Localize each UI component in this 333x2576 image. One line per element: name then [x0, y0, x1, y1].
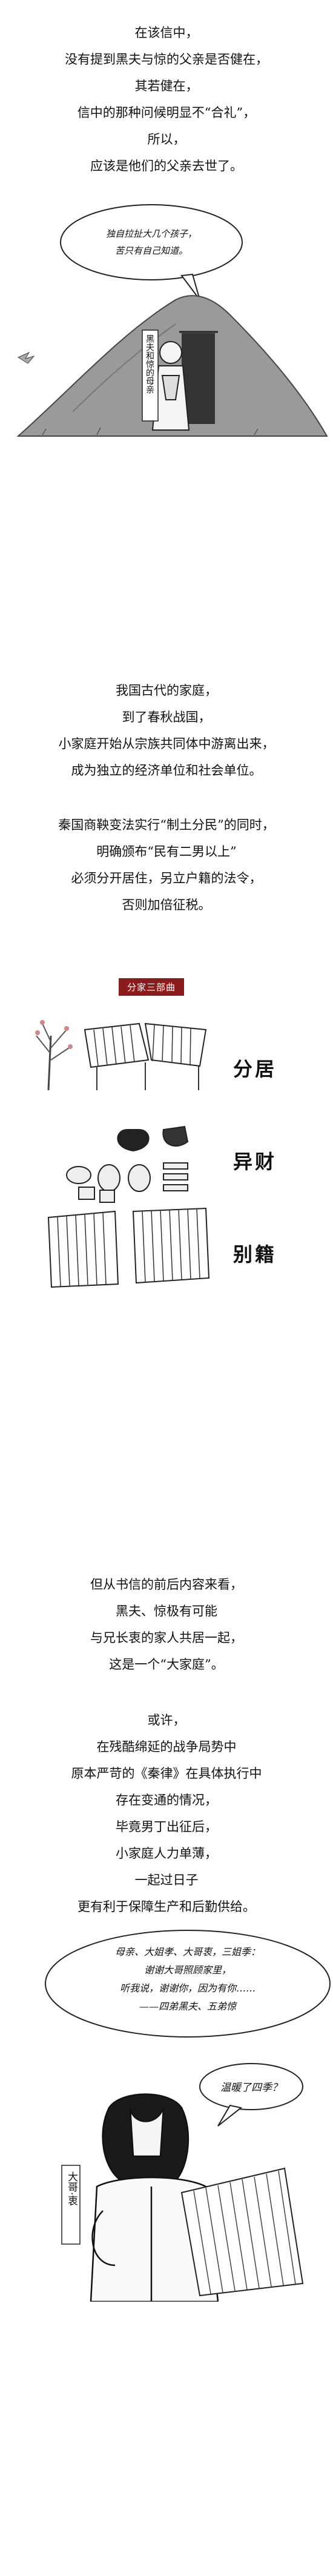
intro-line: 所以，: [147, 132, 186, 147]
analysis-line: 原本严苛的《秦律》在具体执行中: [71, 1766, 262, 1781]
intro-line: 其若健在，: [134, 79, 199, 93]
fenju-label: 分居: [233, 1058, 277, 1081]
analysis-line: 但从书信的前后内容来看，: [90, 1577, 243, 1592]
analysis-text-2: 或许， 在残酷绵延的战争局势中 原本严苛的《秦律》在具体执行中 存在变通的情况，…: [0, 1707, 333, 1920]
bieji-illustration: [47, 1207, 210, 1288]
history-line: 到了春秋战国，: [122, 710, 211, 724]
yicai-illustration: [66, 1125, 189, 1203]
analysis-text-1: 但从书信的前后内容来看， 黑夫、惊极有可能 与兄长衷的家人共居一起， 这是一个“…: [0, 1571, 333, 1678]
analysis-line: 毕竟男丁出征后，: [116, 1819, 217, 1834]
intro-line: 应该是他们的父亲去世了。: [90, 159, 243, 173]
analysis-line: 在残酷绵延的战争局势中: [96, 1740, 237, 1754]
bieji-label: 别籍: [233, 1243, 277, 1266]
history-line: 我国古代的家庭，: [116, 683, 217, 698]
analysis-line: 黑夫、惊极有可能: [116, 1604, 217, 1618]
bubble-line: 苦只有自己知道。: [114, 245, 188, 256]
analysis-line: 或许，: [147, 1713, 186, 1727]
brother-illustration: [45, 1930, 331, 2302]
analysis-line: 与兄长衷的家人共居一起，: [90, 1631, 243, 1645]
analysis-line: 一起过日子: [134, 1873, 199, 1887]
history-line: 否则加倍征税。: [122, 898, 211, 912]
mother-label: 黑夫和惊的母亲: [145, 334, 154, 394]
history-line: 秦国商鞅变法实行“制土分民”的同时，: [58, 818, 275, 832]
analysis-line: 更有利于保障生产和后勤供给。: [77, 1899, 256, 1914]
history-line: 必须分开居住，另立户籍的法令，: [71, 871, 262, 886]
bubble-line: 独自拉扯大几个孩子，: [105, 228, 197, 239]
fenjia-title-tag: 分家三部曲: [119, 978, 185, 996]
analysis-line: 这是一个“大家庭”。: [109, 1657, 224, 1672]
intro-line: 没有提到黑夫与惊的父亲是否健在，: [65, 52, 268, 67]
brother-label: 大哥·衷: [65, 2171, 77, 2206]
bubble-line: ——四弟黑夫、五弟惊: [139, 2001, 236, 2012]
intro-text: 在该信中， 没有提到黑夫与惊的父亲是否健在， 其若健在， 信中的那种问候明显不“…: [0, 19, 333, 179]
history-line: 小家庭开始从宗族共同体中游离出来，: [58, 737, 275, 751]
bubble-line: 谢谢大哥照顾家里，: [143, 1964, 231, 1976]
bubble-line: 母亲、大姐孝、大哥衷，三姐季：: [114, 1946, 260, 1958]
mother-bubble-text: 独自拉扯大几个孩子， 苦只有自己知道。: [79, 225, 224, 259]
analysis-line: 小家庭人力单薄，: [116, 1846, 217, 1861]
small-bubble-text: 温暖了四季？: [220, 2082, 282, 2094]
bubble-line: 听我说，谢谢你，因为有你……: [119, 1982, 256, 1994]
brother-bubble-text: 母亲、大姐孝、大哥衷，三姐季： 谢谢大哥照顾家里， 听我说，谢谢你，因为有你………: [67, 1943, 309, 2016]
history-line: 成为独立的经济单位和社会单位。: [71, 763, 262, 778]
history-line: 明确颁布“民有二男以上”: [96, 844, 237, 859]
yicai-label: 异财: [233, 1150, 277, 1173]
history-text-1: 我国古代的家庭， 到了春秋战国， 小家庭开始从宗族共同体中游离出来， 成为独立的…: [0, 677, 333, 784]
fenju-illustration: [35, 1020, 207, 1091]
intro-line: 在该信中，: [134, 25, 199, 40]
analysis-line: 存在变通的情况，: [116, 1793, 217, 1807]
mother-illustration: [16, 204, 328, 437]
history-text-2: 秦国商鞅变法实行“制土分民”的同时， 明确颁布“民有二男以上” 必须分开居住，另…: [0, 812, 333, 918]
intro-line: 信中的那种问候明显不“合礼”，: [77, 105, 256, 120]
